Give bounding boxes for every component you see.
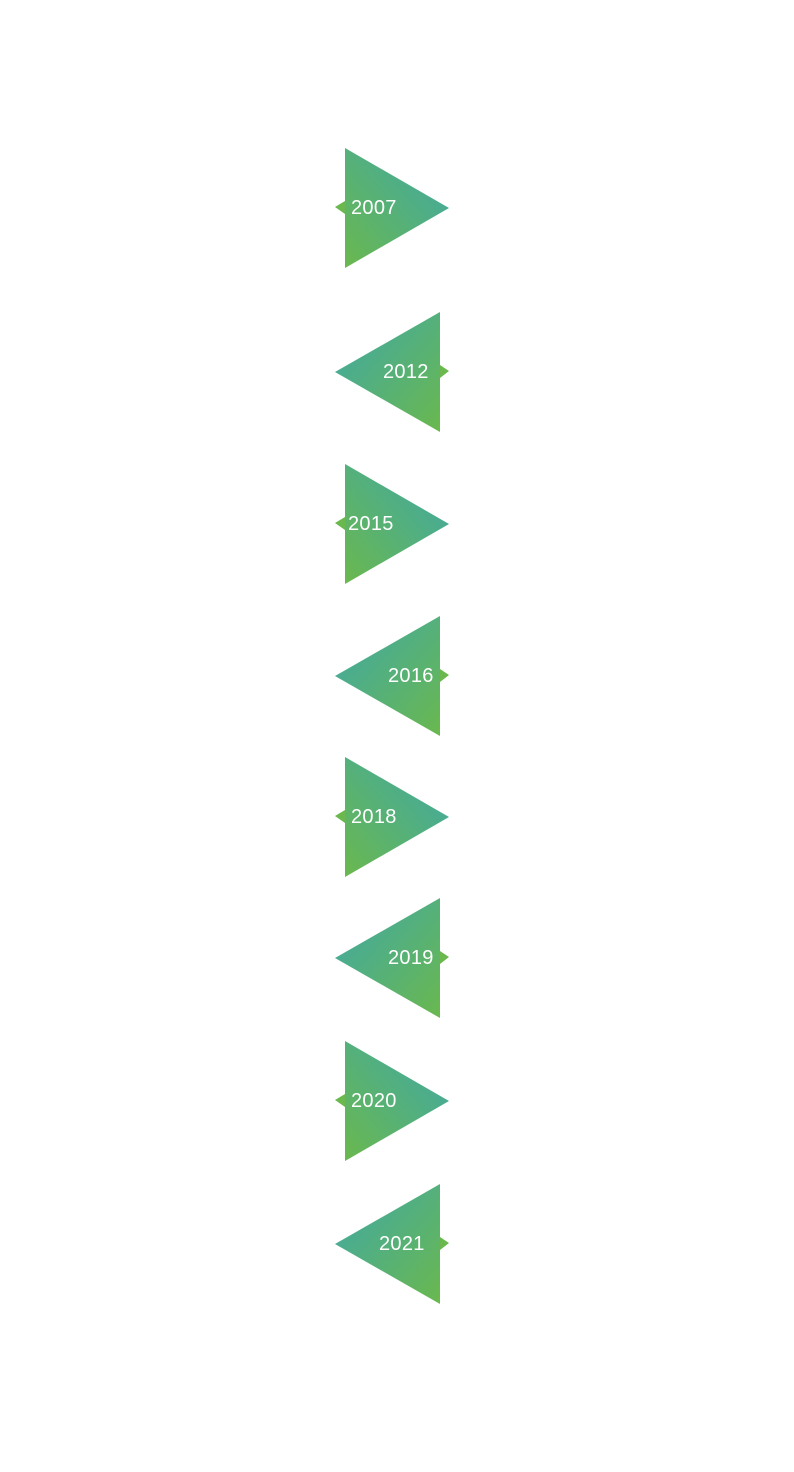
triangle-right-icon [335, 1041, 449, 1161]
timeline-marker-2015[interactable]: 2015 [335, 464, 449, 584]
triangle-left-icon [335, 616, 449, 736]
year-label: 2007 [351, 197, 397, 219]
year-label: 2016 [388, 665, 434, 687]
triangle-right-icon [335, 757, 449, 877]
year-label: 2015 [348, 513, 394, 535]
timeline-marker-2018[interactable]: 2018 [335, 757, 449, 877]
triangle-left-icon [335, 312, 449, 432]
triangle-left-icon [335, 1184, 449, 1304]
year-label: 2019 [388, 947, 434, 969]
year-label: 2012 [383, 361, 429, 383]
timeline-marker-2012[interactable]: 2012 [335, 312, 449, 432]
timeline-marker-2019[interactable]: 2019 [335, 898, 449, 1018]
triangle-right-icon [335, 148, 449, 268]
triangle-left-icon [335, 898, 449, 1018]
timeline-marker-2007[interactable]: 2007 [335, 148, 449, 268]
year-label: 2020 [351, 1090, 397, 1112]
timeline-marker-2021[interactable]: 2021 [335, 1184, 449, 1304]
year-label: 2021 [379, 1233, 425, 1255]
year-label: 2018 [351, 806, 397, 828]
timeline-marker-2020[interactable]: 2020 [335, 1041, 449, 1161]
triangle-right-icon [335, 464, 449, 584]
timeline-marker-2016[interactable]: 2016 [335, 616, 449, 736]
